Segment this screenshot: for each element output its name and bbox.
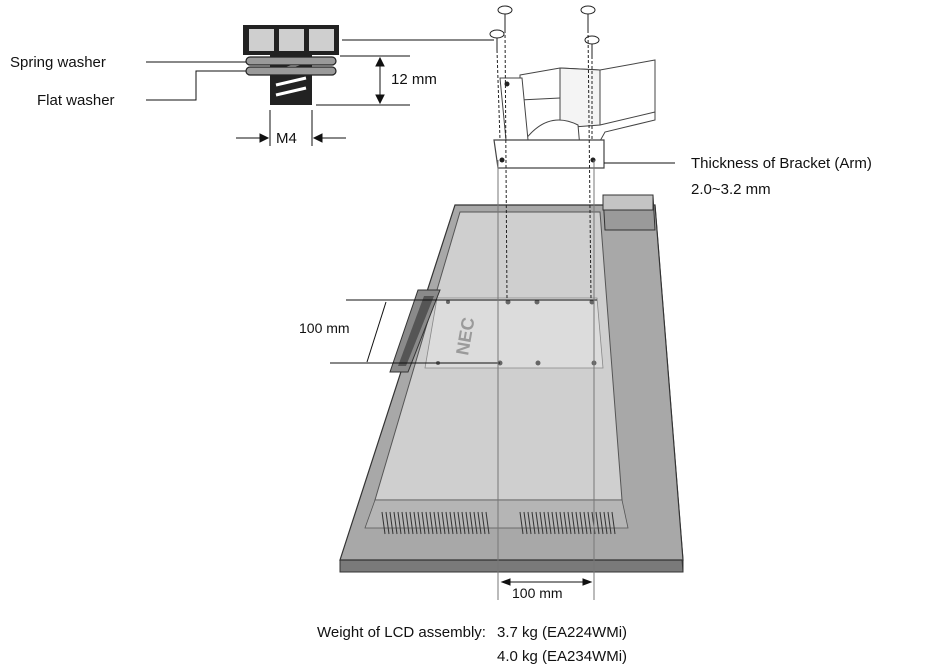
mount-hole-top-right bbox=[589, 299, 595, 305]
spring-washer-label: Spring washer bbox=[10, 54, 106, 71]
screw-front-right bbox=[584, 35, 600, 56]
weight-value-ea224wmi: 3.7 kg (EA224WMi) bbox=[497, 624, 627, 641]
mount-hole-top-mid bbox=[534, 299, 540, 305]
vertical-spacing-label: 100 mm bbox=[299, 320, 350, 336]
spring-washer bbox=[245, 56, 337, 66]
screw-size-dimension bbox=[236, 110, 346, 146]
bracket-thickness-value: 2.0~3.2 mm bbox=[691, 181, 771, 198]
stand-hook bbox=[389, 289, 441, 373]
screw-guide-lines bbox=[496, 29, 593, 301]
horizontal-spacing-label: 100 mm bbox=[512, 585, 563, 601]
screw-length-label: 12 mm bbox=[391, 71, 437, 88]
flat-washer-label: Flat washer bbox=[37, 92, 115, 109]
horizontal-dimension bbox=[500, 578, 593, 586]
weight-value-ea234wmi: 4.0 kg (EA234WMi) bbox=[497, 648, 627, 665]
mounting-arm bbox=[519, 59, 656, 151]
screw-back-left bbox=[497, 5, 513, 30]
monitor-bottom-edge bbox=[339, 559, 684, 573]
bracket-plate bbox=[493, 77, 605, 169]
screw-size-label: M4 bbox=[276, 130, 297, 147]
flat-washer-leader bbox=[146, 70, 246, 101]
mount-hole-top-left bbox=[505, 299, 511, 305]
flat-washer bbox=[245, 66, 337, 76]
monitor-body: NEC bbox=[339, 194, 684, 573]
screw-front-left bbox=[489, 29, 505, 50]
vertical-dimension bbox=[330, 299, 597, 364]
mount-hole-left-upper bbox=[446, 300, 450, 304]
weight-label: Weight of LCD assembly: bbox=[317, 624, 486, 641]
mount-hole-bottom-mid bbox=[535, 360, 541, 366]
screw-detail bbox=[146, 25, 494, 146]
screw-length-dimension bbox=[316, 55, 410, 106]
screws bbox=[489, 5, 600, 56]
connector-block bbox=[602, 194, 656, 231]
screw-back-right bbox=[580, 5, 596, 30]
vesa-mount-area bbox=[424, 297, 604, 369]
bracket-thickness-title: Thickness of Bracket (Arm) bbox=[691, 155, 872, 172]
projection-lines bbox=[497, 160, 595, 600]
screw-head bbox=[243, 25, 339, 55]
